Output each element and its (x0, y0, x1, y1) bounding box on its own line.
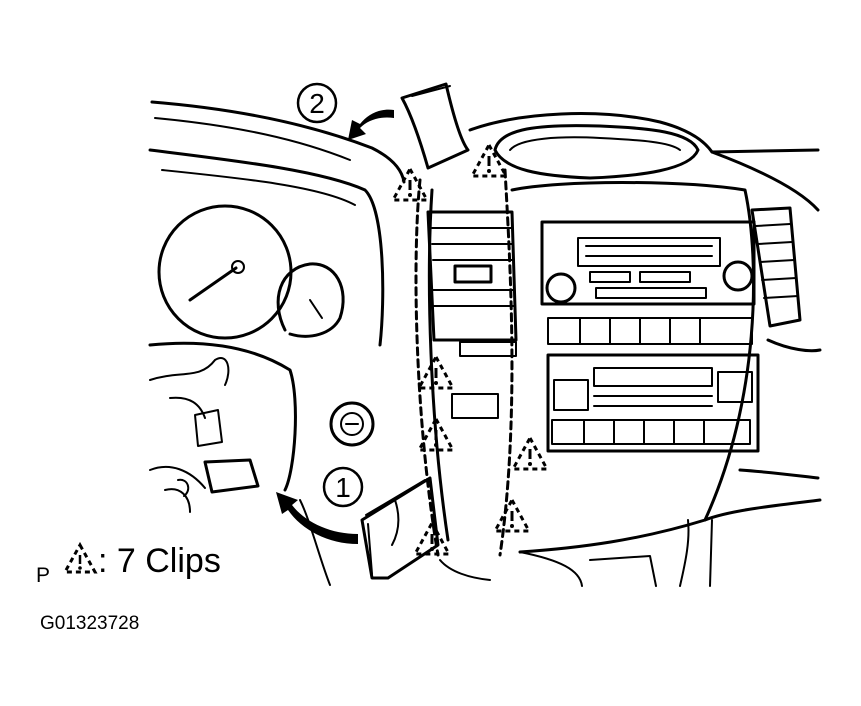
step-2-arrow (348, 109, 394, 140)
removed-lower-trim (360, 476, 440, 580)
clip-legend: P : 7 Clips (30, 538, 262, 587)
legend-text: : 7 Clips (98, 542, 221, 580)
finish-panel-left-edge (414, 178, 440, 557)
column-detail (177, 409, 223, 497)
left-air-vent (426, 210, 518, 419)
clip-symbol (492, 496, 532, 533)
removed-lower-trim-edge (365, 479, 426, 575)
clip-symbol (469, 141, 509, 178)
step-1-arrow (276, 492, 358, 544)
dash-top-right-contour (468, 112, 820, 154)
column-switch (203, 458, 260, 494)
climate-control-panel (546, 353, 760, 453)
dash-hood-line (154, 117, 351, 161)
tachometer-gauge (276, 262, 345, 338)
audio-head-unit (540, 220, 756, 306)
lower-dash-line (148, 341, 297, 492)
step-1-marker: 1 (322, 466, 364, 508)
ignition-switch (329, 401, 375, 447)
step-2-marker: 2 (296, 82, 338, 124)
step-1-number: 1 (335, 472, 351, 503)
lower-left-panel (299, 499, 400, 586)
display-housing-inner (509, 136, 681, 151)
dash-top-contour (150, 100, 406, 184)
display-housing (493, 124, 700, 180)
steering-column (149, 357, 230, 513)
legend-prefix: P (36, 564, 50, 587)
right-dash-contour (703, 150, 822, 522)
audio-preset-buttons (547, 317, 753, 345)
clip-symbol (416, 415, 456, 452)
clip-symbol (390, 165, 430, 202)
removed-upper-trim-edge (411, 85, 451, 97)
right-air-vent (750, 206, 802, 328)
step-2-number: 2 (309, 88, 325, 119)
clip-symbol (510, 434, 550, 471)
removed-upper-trim (400, 82, 470, 170)
legend-clip-icon (62, 541, 98, 574)
clip-symbol (412, 519, 452, 556)
speedometer-gauge (157, 204, 293, 340)
figure-id: G01323728 (40, 613, 139, 634)
lower-console (439, 519, 713, 587)
finish-panel-right-edge (498, 168, 514, 557)
cluster-hood (148, 148, 385, 347)
cluster-hood-inner (161, 169, 356, 206)
clip-symbols (390, 141, 550, 556)
clip-symbol (416, 353, 456, 390)
